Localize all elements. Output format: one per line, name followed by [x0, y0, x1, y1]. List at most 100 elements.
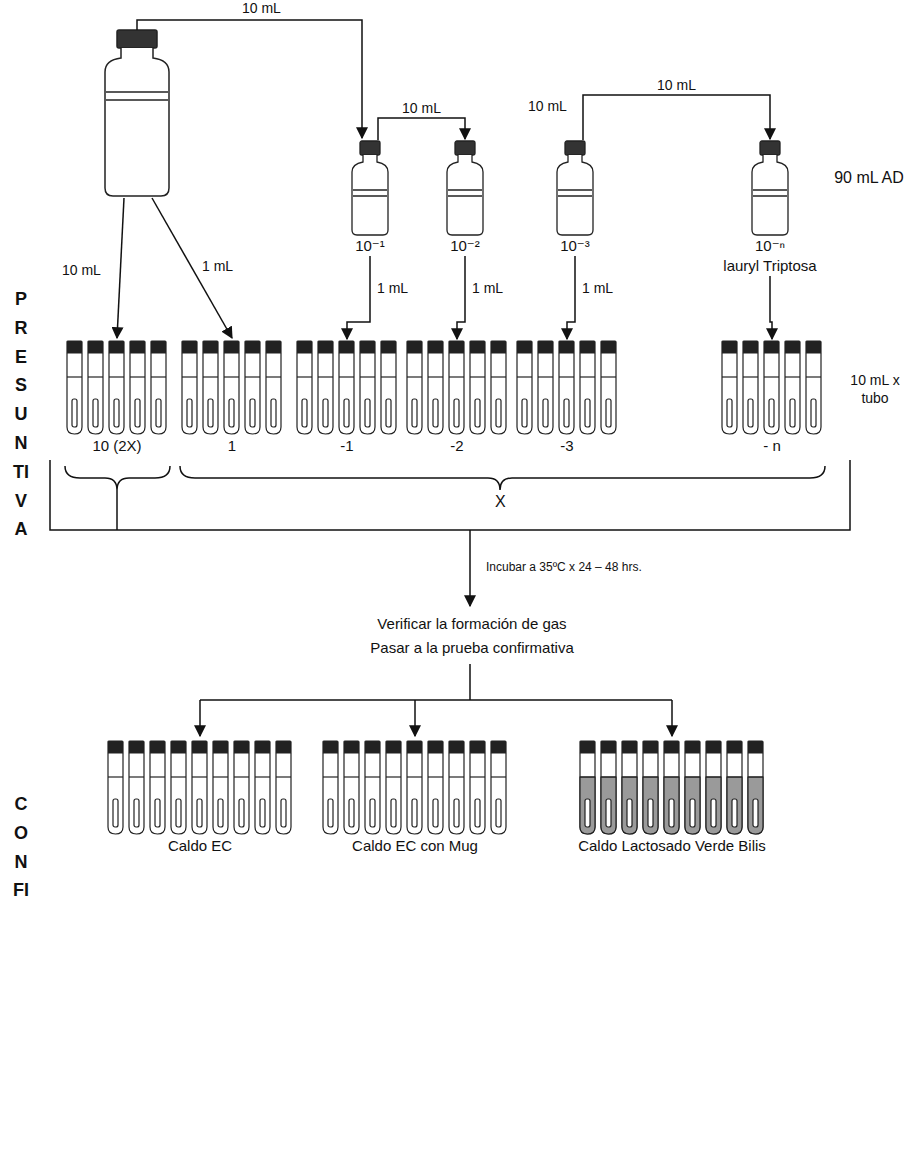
- test-tube: [203, 341, 218, 434]
- test-tube: [748, 741, 763, 834]
- test-tube: [685, 741, 700, 834]
- test-tube: [192, 741, 207, 834]
- node-label: -2: [447, 436, 466, 456]
- test-tube: [764, 341, 779, 434]
- dilution-bottle: [447, 141, 483, 235]
- test-tube: [601, 741, 616, 834]
- test-tube: [470, 741, 485, 834]
- note-label: 10 mL: [526, 98, 569, 116]
- node-label: 10⁻ⁿ: [752, 236, 788, 256]
- test-tube: [386, 741, 401, 834]
- test-tube: [297, 341, 312, 434]
- node-label: 10⁻³: [557, 236, 593, 256]
- test-tube: [276, 741, 291, 834]
- test-tube: [129, 741, 144, 834]
- volume-label: 10 mL: [655, 77, 698, 93]
- test-tube: [360, 341, 375, 434]
- test-tube: [622, 741, 637, 834]
- tube-rack-illustration: [514, 340, 621, 436]
- transfer-arrows: [117, 20, 362, 338]
- note-label: Incubar a 35ºC x 24 – 48 hrs.: [484, 560, 644, 575]
- node-label: -3: [557, 436, 576, 456]
- test-tube: [491, 341, 506, 434]
- test-tube: [664, 741, 679, 834]
- note-label: 10 mL: [60, 262, 103, 280]
- test-tube: [601, 341, 616, 434]
- dilution-bottle: [557, 141, 593, 235]
- test-tube: [706, 741, 721, 834]
- test-tube: [150, 741, 165, 834]
- test-tube: [743, 341, 758, 434]
- node-label: 1: [225, 436, 239, 456]
- node-label: lauryl Triptosa: [720, 256, 819, 276]
- tube-rack-illustration: [577, 740, 768, 836]
- tube-rack-node: -3: [514, 340, 621, 456]
- test-tube: [785, 341, 800, 434]
- tube-rack-node: Caldo EC: [105, 740, 296, 856]
- note-label: 1 mL: [200, 258, 235, 276]
- stage-title: CONFI: [10, 790, 32, 905]
- sample-bottle: [105, 30, 169, 196]
- brackets: [50, 460, 850, 736]
- test-tube: [580, 741, 595, 834]
- test-tube: [182, 341, 197, 434]
- tube-rack-node: -1: [294, 340, 401, 456]
- tube-rack-illustration: [320, 740, 511, 836]
- test-tube: [130, 341, 145, 434]
- transfer-arrow: [347, 256, 370, 339]
- test-tube: [266, 341, 281, 434]
- test-tube: [559, 341, 574, 434]
- node-label: 10⁻¹: [352, 236, 388, 256]
- volume-label: 1 mL: [580, 280, 615, 296]
- test-tube: [151, 341, 166, 434]
- bottle-illustration: [553, 140, 597, 236]
- dilution-bottle-node: 10⁻¹: [348, 140, 392, 256]
- tube-rack-node: Caldo Lactosado Verde Bilis: [575, 740, 769, 856]
- tube-rack-illustration: [179, 340, 286, 436]
- test-tube: [727, 741, 742, 834]
- tube-rack-node: 10 (2X): [64, 340, 171, 456]
- test-tube: [255, 741, 270, 834]
- test-tube: [449, 741, 464, 834]
- tube-rack-illustration: [64, 340, 171, 436]
- node-label: Caldo EC: [165, 836, 235, 856]
- test-tube: [407, 341, 422, 434]
- test-tube: [67, 341, 82, 434]
- tube-rack-node: 1: [179, 340, 286, 456]
- dilution-bottle-node: 10⁻³: [553, 140, 597, 256]
- test-tube: [234, 741, 249, 834]
- transfer-arrow: [457, 256, 465, 339]
- bottle-illustration: [748, 140, 792, 236]
- test-tube: [88, 341, 103, 434]
- tube-rack-illustration: [404, 340, 511, 436]
- node-label: Caldo EC con Mug: [349, 836, 481, 856]
- transfer-arrow: [378, 118, 465, 140]
- test-tube: [428, 741, 443, 834]
- test-tube: [428, 341, 443, 434]
- test-tube: [365, 741, 380, 834]
- test-tube: [407, 741, 422, 834]
- test-tube: [213, 741, 228, 834]
- bottle-illustration: [348, 140, 392, 236]
- node-label: 10⁻²: [447, 236, 483, 256]
- note-label: Verificar la formación de gas: [270, 615, 674, 634]
- test-tube: [491, 741, 506, 834]
- volume-label: 10 mL: [400, 100, 443, 116]
- test-tube: [318, 341, 333, 434]
- test-tube: [806, 341, 821, 434]
- test-tube: [339, 341, 354, 434]
- transfer-arrow: [567, 256, 575, 339]
- volume-label: 1 mL: [375, 280, 410, 296]
- test-tube: [643, 741, 658, 834]
- note-label: X: [493, 492, 508, 512]
- transfer-arrow: [583, 95, 770, 140]
- note-label: 90 mL AD: [832, 168, 906, 188]
- test-tube: [171, 741, 186, 834]
- dilution-bottle-node: 10⁻²: [443, 140, 487, 256]
- node-label: - n: [760, 436, 784, 456]
- test-tube: [381, 341, 396, 434]
- dilution-bottle-node: 10⁻ⁿlauryl Triptosa: [720, 140, 819, 276]
- stage-title: PRESUNTIVA: [10, 285, 32, 544]
- tube-rack-node: -2: [404, 340, 511, 456]
